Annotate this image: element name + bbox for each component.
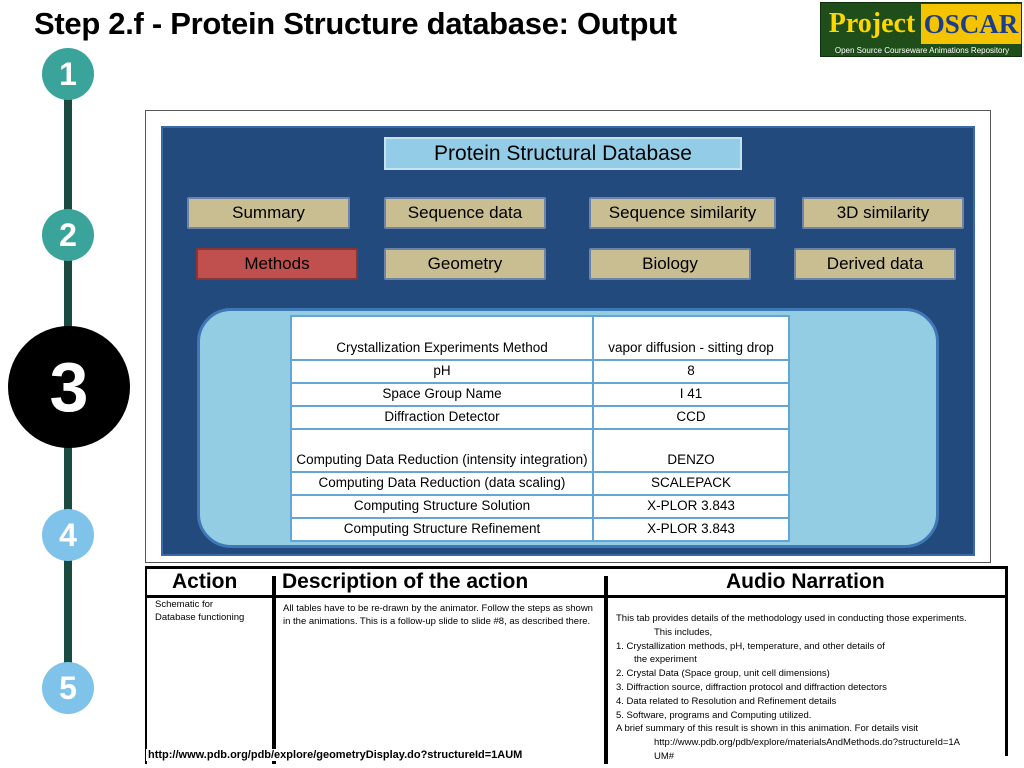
tab-sequence-data[interactable]: Sequence data xyxy=(384,197,546,229)
step-3-circle-active[interactable]: 3 xyxy=(8,326,130,448)
table-cell-value: SCALEPACK xyxy=(592,471,790,496)
tab-3d-similarity[interactable]: 3D similarity xyxy=(802,197,964,229)
table-cell-label: Computing Data Reduction (data scaling) xyxy=(290,471,594,496)
tab-derived-data[interactable]: Derived data xyxy=(794,248,956,280)
table-row: Space Group Name I 41 xyxy=(290,382,790,407)
notes-left-border xyxy=(145,566,147,764)
audio-narration-text: This tab provides details of the methodo… xyxy=(616,612,1004,764)
table-row: Crystallization Experiments Method vapor… xyxy=(290,315,790,361)
narration-line: 4. Data related to Resolution and Refine… xyxy=(616,695,837,707)
notes-divider-1 xyxy=(272,576,276,764)
methods-table: Crystallization Experiments Method vapor… xyxy=(290,315,790,542)
audio-narration-header: Audio Narration xyxy=(726,570,885,593)
table-row: Computing Structure Solution X-PLOR 3.84… xyxy=(290,494,790,519)
table-row: Computing Data Reduction (intensity inte… xyxy=(290,428,790,473)
table-cell-label: Crystallization Experiments Method xyxy=(290,315,594,361)
action-text-line-2: Database functioning xyxy=(155,612,245,623)
database-title: Protein Structural Database xyxy=(384,137,742,170)
notes-top-border xyxy=(145,566,1007,569)
table-cell-label: Diffraction Detector xyxy=(290,405,594,430)
narration-line: UM# xyxy=(654,750,675,762)
table-cell-value: X-PLOR 3.843 xyxy=(592,517,790,542)
narration-link[interactable]: http://www.pdb.org/pdb/explore/materials… xyxy=(654,737,961,749)
narration-line: This includes, xyxy=(654,626,713,638)
action-text-line-1: Schematic for xyxy=(155,599,214,610)
narration-line: 3. Diffraction source, diffraction proto… xyxy=(616,681,887,693)
table-row: Diffraction Detector CCD xyxy=(290,405,790,430)
geometry-url-link[interactable]: http://www.pdb.org/pdb/explore/geometryD… xyxy=(146,749,525,761)
step-1-circle[interactable]: 1 xyxy=(42,48,94,100)
step-4-circle[interactable]: 4 xyxy=(42,509,94,561)
slide-title: Step 2.f - Protein Structure database: O… xyxy=(34,6,677,41)
narration-line: 2. Crystal Data (Space group, unit cell … xyxy=(616,668,830,680)
narration-line: 5. Software, programs and Computing util… xyxy=(616,709,812,721)
step-5-circle[interactable]: 5 xyxy=(42,662,94,714)
logo-oscar-text: OSCAR xyxy=(921,4,1021,44)
table-cell-value: I 41 xyxy=(592,382,790,407)
table-cell-label: Computing Structure Solution xyxy=(290,494,594,519)
action-header: Action xyxy=(172,570,238,593)
narration-line: This tab provides details of the methodo… xyxy=(616,613,967,624)
tab-biology[interactable]: Biology xyxy=(589,248,751,280)
table-row: pH 8 xyxy=(290,359,790,384)
narration-line: A brief summary of this result is shown … xyxy=(616,723,919,735)
tab-summary[interactable]: Summary xyxy=(187,197,350,229)
table-cell-label: pH xyxy=(290,359,594,384)
narration-line: 1. Crystallization methods, pH, temperat… xyxy=(616,640,885,652)
table-cell-label: Space Group Name xyxy=(290,382,594,407)
narration-line: the experiment xyxy=(634,654,697,666)
description-text: All tables have to be re-drawn by the an… xyxy=(283,603,593,627)
table-cell-value: X-PLOR 3.843 xyxy=(592,494,790,519)
tab-sequence-similarity[interactable]: Sequence similarity xyxy=(589,197,776,229)
notes-divider-2 xyxy=(604,576,608,764)
table-cell-value: vapor diffusion - sitting drop xyxy=(592,315,790,361)
table-row: Computing Structure Refinement X-PLOR 3.… xyxy=(290,517,790,542)
logo-subtitle: Open Source Courseware Animations Reposi… xyxy=(834,46,1010,55)
table-row: Computing Data Reduction (data scaling) … xyxy=(290,471,790,496)
tab-methods[interactable]: Methods xyxy=(196,248,358,280)
table-cell-value: 8 xyxy=(592,359,790,384)
table-cell-value: CCD xyxy=(592,405,790,430)
table-cell-label: Computing Structure Refinement xyxy=(290,517,594,542)
logo-project-text: Project xyxy=(828,8,916,39)
description-header: Description of the action xyxy=(282,570,529,593)
step-2-circle[interactable]: 2 xyxy=(42,209,94,261)
table-cell-value: DENZO xyxy=(592,428,790,473)
notes-right-border xyxy=(1005,566,1008,756)
table-cell-label: Computing Data Reduction (intensity inte… xyxy=(290,428,594,473)
notes-header-border xyxy=(145,595,1007,598)
tab-geometry[interactable]: Geometry xyxy=(384,248,546,280)
project-oscar-logo: Project OSCAR Open Source Courseware Ani… xyxy=(820,2,1022,57)
